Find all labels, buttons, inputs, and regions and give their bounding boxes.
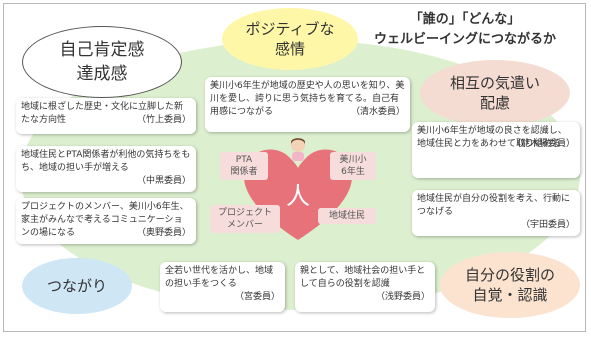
comment-author: （宇田委員） bbox=[520, 220, 575, 230]
heart-person-char: 人 bbox=[286, 182, 310, 210]
comment-box-miya: 全若い世代を活かし、地域の担い手をつくる （宮委員） bbox=[160, 262, 285, 312]
self-role-oval: 自分の役割の 自覚・認識 bbox=[440, 252, 580, 318]
person-icon bbox=[291, 138, 305, 161]
comment-text: 地域住民とPTA関係者が利他の気持ちをもち、地域の担い手が増える bbox=[21, 150, 191, 173]
positive-emotion-oval: ポジティブな 感情 bbox=[222, 8, 358, 70]
comment-text: 地域に根ざした歴史・文化に立脚した新たな方向性 bbox=[21, 102, 184, 125]
diagram-frame bbox=[3, 3, 586, 332]
comment-box-uda: 地域住民が自分の役割を考え、行動につなげる （宇田委員） bbox=[412, 190, 580, 236]
comment-text: 親として、地域社会の担い手として自らの役割を認識 bbox=[300, 266, 426, 289]
title-line1: 「誰の」「どんな」 bbox=[409, 12, 521, 27]
comment-author: （能木場委員） bbox=[511, 139, 575, 149]
self-role-label: 自分の役割の 自覚・認識 bbox=[464, 266, 555, 304]
tag-mikawa-6th: 美川小 6年生 bbox=[330, 152, 376, 180]
comment-box-nokiba: 美川小6年生が地域の良さを認識し、地域住民と力をあわせて取り組める （能木場委員… bbox=[412, 122, 580, 178]
comment-text: 地域住民が自分の役割を考え、行動につなげる bbox=[417, 194, 571, 217]
comment-text: 全若い世代を活かし、地域の担い手をつくる bbox=[165, 266, 274, 289]
self-affirmation-label: 自己肯定感 達成感 bbox=[59, 40, 145, 84]
comment-box-asano: 親として、地域社会の担い手として自らの役割を認識 （浅野委員） bbox=[295, 262, 435, 312]
positive-emotion-label: ポジティブな 感情 bbox=[245, 20, 335, 58]
comment-box-okuno: プロジェクトのメンバー、美川小6年生、家主がみんなで考えるコミュニケーションの場… bbox=[16, 198, 196, 244]
comment-box-takegami: 地域に根ざした歴史・文化に立脚した新たな方向性 （竹上委員） bbox=[16, 98, 196, 134]
comment-author: （浅野委員） bbox=[375, 292, 430, 302]
comment-author: （奥野委員） bbox=[136, 228, 191, 238]
comment-author: （宮委員） bbox=[234, 292, 280, 302]
mutual-care-oval: 相互の気遣い 配慮 bbox=[420, 60, 570, 126]
comment-author: （中黒委員） bbox=[136, 176, 191, 186]
tag-residents: 地域住民 bbox=[318, 208, 376, 224]
tag-pta: PTA 関係者 bbox=[220, 152, 268, 180]
title-line2: ウェルビーイングにつながるか bbox=[373, 32, 556, 47]
comment-text: 美川小6年生が地域の良さを認識し、地域住民と力をあわせて取り組める bbox=[417, 126, 567, 149]
comment-author: （竹上委員） bbox=[136, 115, 191, 125]
comment-text: プロジェクトのメンバー、美川小6年生、家主がみんなで考えるコミュニケーションの場… bbox=[21, 202, 189, 238]
tag-project-members: プロジェクト メンバー bbox=[210, 205, 280, 233]
self-affirmation-oval: 自己肯定感 達成感 bbox=[22, 26, 182, 98]
comment-box-shimizu: 美川小6年生が地域の歴史や人の思いを知り、美川を愛し、誇りに思う気持ちを育てる。… bbox=[205, 77, 410, 132]
comment-box-nakaguro: 地域住民とPTA関係者が利他の気持ちをもち、地域の担い手が増える （中黒委員） bbox=[16, 146, 196, 192]
diagram-title: 「誰の」「どんな」 ウェルビーイングにつながるか bbox=[350, 10, 580, 50]
connection-label: つながり bbox=[46, 277, 107, 295]
comment-author: （清水委員） bbox=[350, 107, 405, 117]
connection-oval: つながり bbox=[22, 258, 132, 314]
comment-text: 美川小6年生が地域の歴史や人の思いを知り、美川を愛し、誇りに思う気持ちを育てる。… bbox=[210, 81, 405, 117]
mutual-care-label: 相互の気遣い 配慮 bbox=[449, 74, 540, 112]
